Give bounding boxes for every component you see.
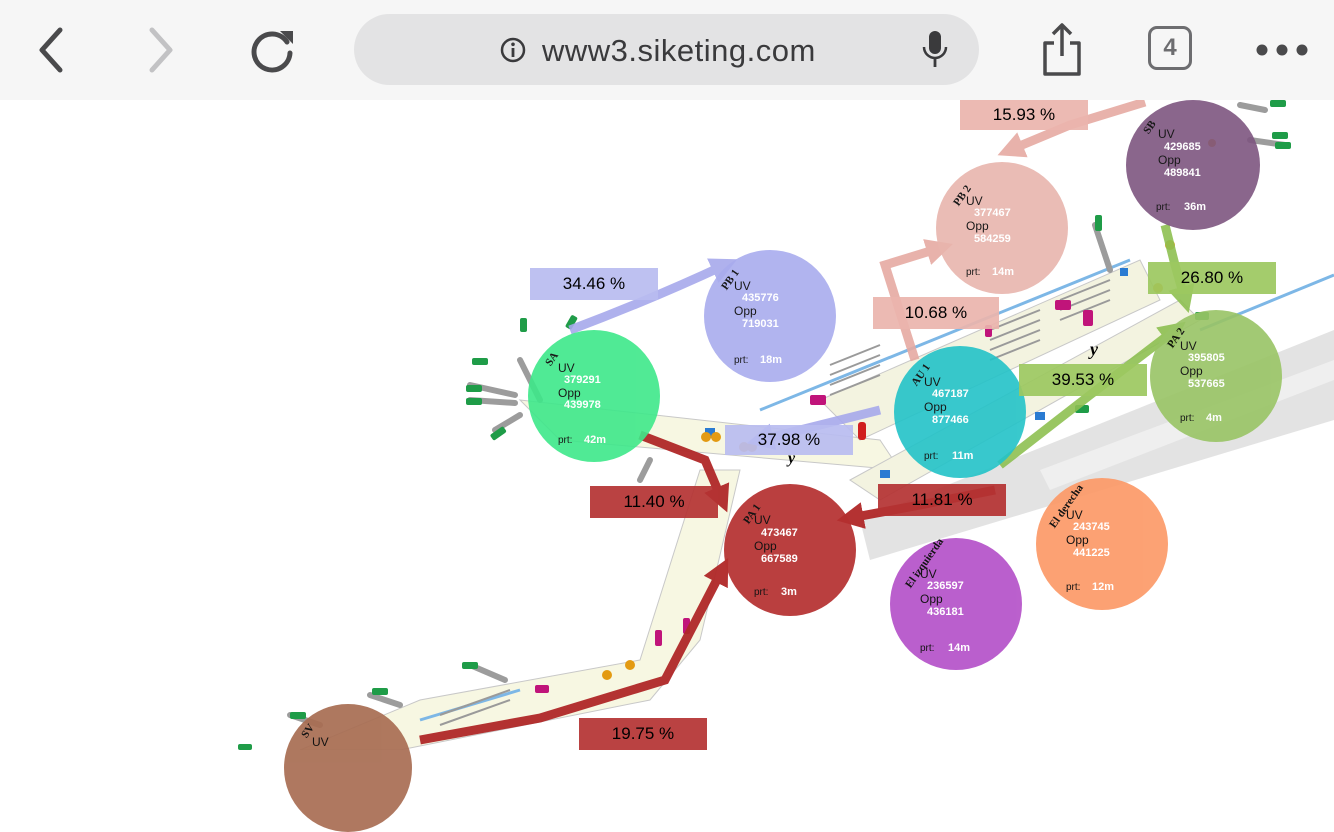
prt-value: 14m [992,266,1015,278]
opp-value: 439978 [564,399,601,411]
transition-percentage: 26.80 % [1148,262,1276,294]
zone-name: SB [1141,118,1159,137]
uv-value: 377467 [974,207,1011,219]
map-view[interactable]: y y SA UV 379291 Opp 439978 prt: 42m PB … [0,100,1334,832]
transition-percentage: 39.53 % [1019,364,1147,396]
opp-value: 667589 [761,553,798,565]
chevron-left-icon [39,27,63,73]
prt-value: 18m [760,354,783,366]
browser-toolbar: www3.siketing.com 4 [0,0,1334,100]
reload-button[interactable] [242,20,302,80]
zone-pb1[interactable]: PB 1 UV 435776 Opp 719031 prt: 18m [704,250,836,382]
uv-value: 395805 [1188,352,1225,364]
svg-text:y: y [786,450,796,467]
back-button[interactable] [22,20,82,80]
tabs-button[interactable]: 4 [1148,26,1192,70]
transition-percentage: 34.46 % [530,268,658,300]
transition-percentage: 10.68 % [873,297,999,329]
opp-value: 584259 [974,233,1011,245]
chevron-right-icon [149,27,173,73]
share-icon [1043,23,1081,76]
prt-value: 4m [1206,412,1222,424]
opp-value: 877466 [932,414,969,426]
address-bar[interactable]: www3.siketing.com [354,14,979,85]
prt-value: 14m [948,642,971,654]
zone-pa1[interactable]: PA 1 UV 473467 Opp 667589 prt: 3m [724,484,856,616]
zone-au1[interactable]: AU 1 UV 467187 Opp 877466 prt: 11m [894,346,1026,478]
info-icon[interactable] [499,36,527,64]
transition-percentage: 37.98 % [725,425,853,455]
share-button[interactable] [1032,20,1092,80]
uv-value: 379291 [564,374,601,386]
opp-value: 441225 [1073,547,1110,559]
transition-percentage: 15.93 % [960,100,1088,130]
zone-el-derecha[interactable]: El derecha UV 243745 Opp 441225 prt: 12m [1036,478,1168,610]
prt-value: 36m [1184,201,1207,213]
forward-button[interactable] [130,20,190,80]
zone-pa2[interactable]: PA 2 UV 395805 Opp 537665 prt: 4m [1150,310,1282,442]
reload-icon [251,31,293,73]
uv-value: 236597 [927,580,964,592]
uv-value: 467187 [932,388,969,400]
url-text: www3.siketing.com [542,33,816,68]
prt-value: 11m [952,450,974,462]
microphone-icon[interactable] [920,29,950,71]
opp-value: 537665 [1188,378,1225,390]
uv-value: 473467 [761,527,798,539]
prt-value: 12m [1092,581,1115,593]
zone-sa[interactable]: SA UV 379291 Opp 439978 prt: 42m [528,330,660,462]
transition-percentage: 11.40 % [590,486,718,518]
svg-text:y: y [1088,339,1099,359]
prt-value: 42m [584,434,607,446]
floor-plan: y y [238,100,1334,750]
zone-sv[interactable]: SV UV [284,704,412,832]
opp-value: 436181 [927,606,964,618]
opp-value: 489841 [1164,167,1201,179]
transition-percentage: 19.75 % [579,718,707,750]
opp-value: 719031 [742,318,779,330]
zone-pb2[interactable]: PB 2 UV 377467 Opp 584259 prt: 14m [936,162,1068,294]
uv-value: 435776 [742,292,779,304]
zone-el-izquierda[interactable]: El izquierda UV 236597 Opp 436181 prt: 1… [890,536,1022,670]
more-icon [1256,44,1308,56]
zone-sb[interactable]: SB UV 429685 Opp 489841 prt: 36m [1126,100,1260,230]
uv-value: 243745 [1073,521,1110,533]
more-button[interactable] [1252,20,1312,80]
uv-value: 429685 [1164,141,1201,153]
transition-percentage: 11.81 % [878,484,1006,516]
prt-value: 3m [781,586,797,598]
